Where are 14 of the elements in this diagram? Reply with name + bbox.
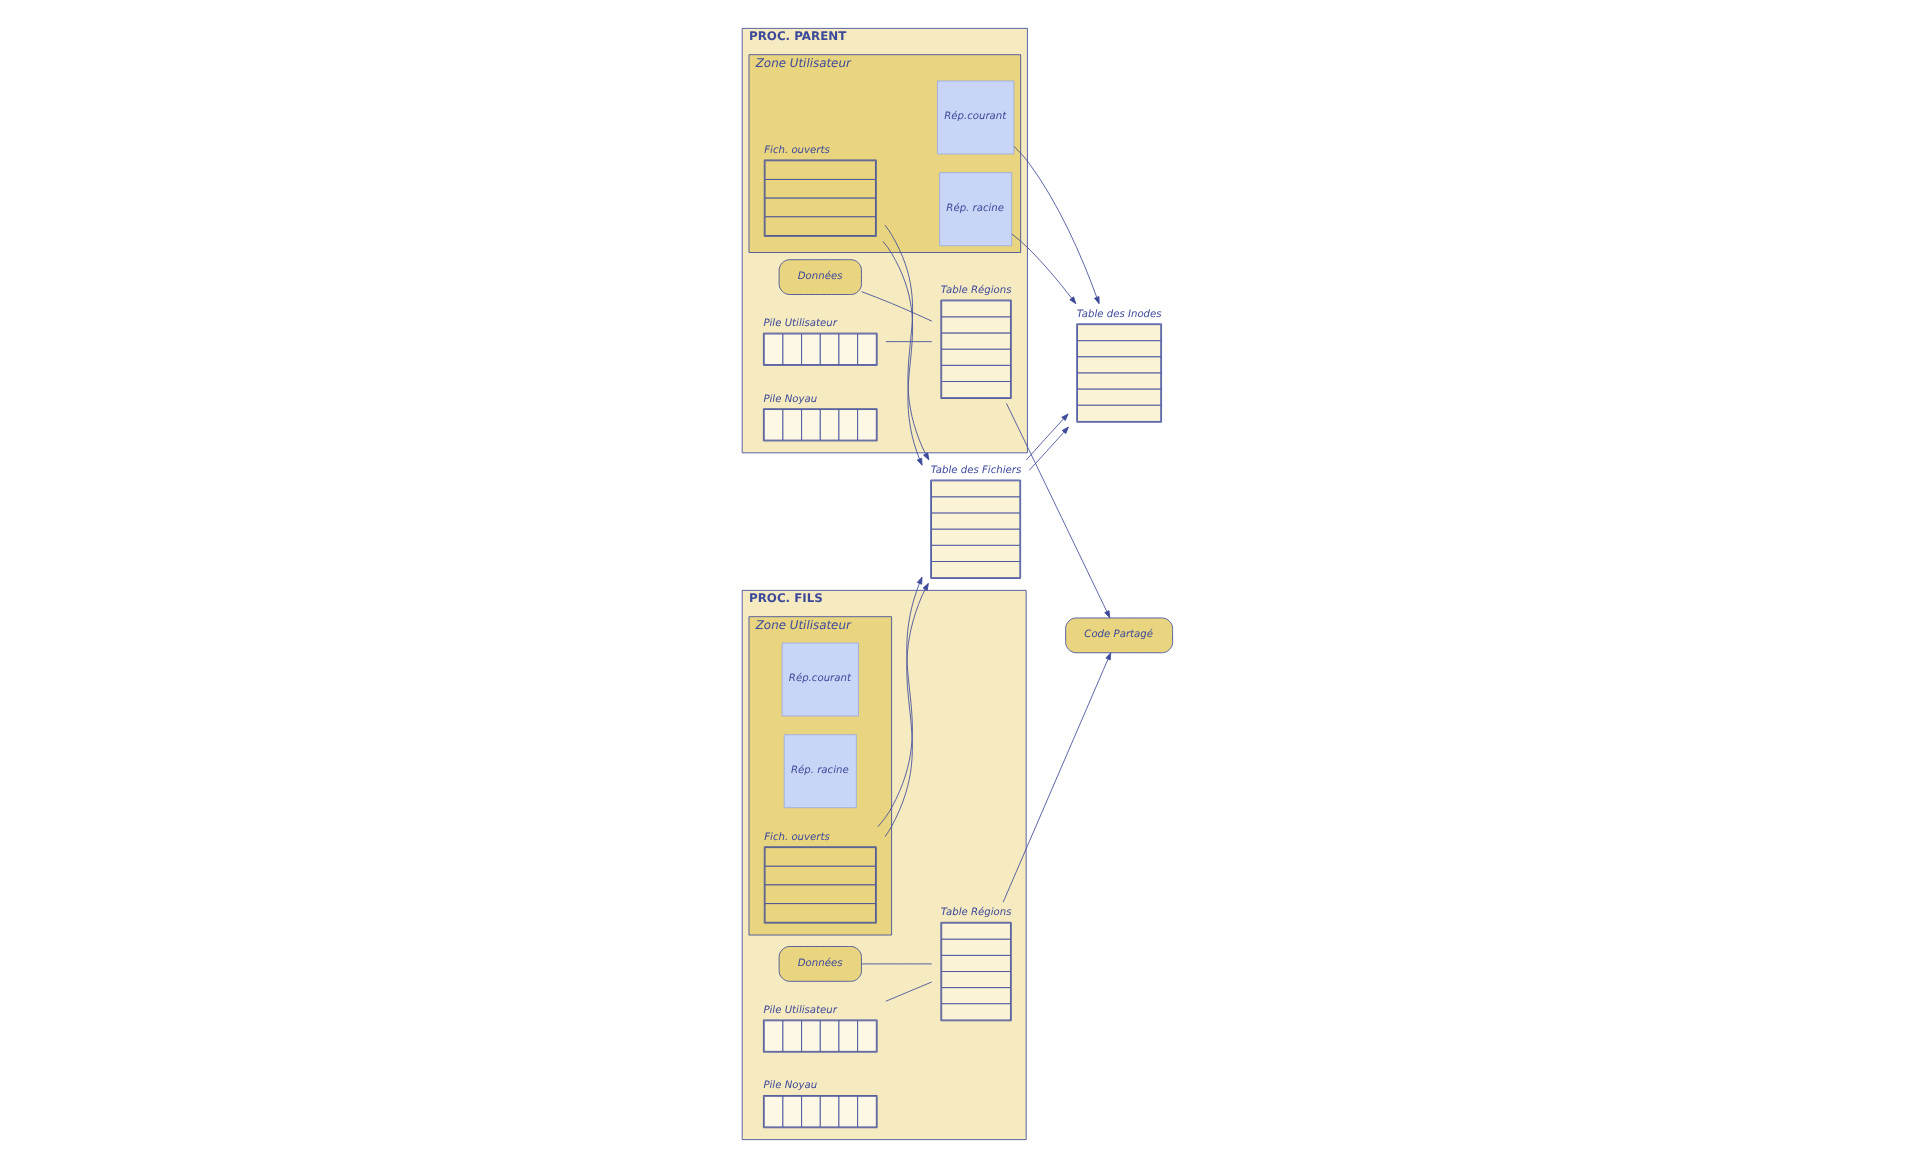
- arrow: [1028, 426, 1069, 471]
- connector: [885, 341, 933, 343]
- arrow: [884, 582, 929, 838]
- connector: [861, 963, 933, 965]
- arrow: [1025, 413, 1069, 461]
- arrow: [1013, 146, 1100, 305]
- connector: [861, 291, 933, 322]
- arrow: [882, 240, 923, 466]
- arrow: [877, 576, 923, 828]
- arrow: [884, 224, 930, 461]
- connector: [885, 981, 933, 1002]
- arrow: [1002, 652, 1112, 903]
- arrow: [1011, 233, 1077, 305]
- arrow: [1006, 402, 1111, 619]
